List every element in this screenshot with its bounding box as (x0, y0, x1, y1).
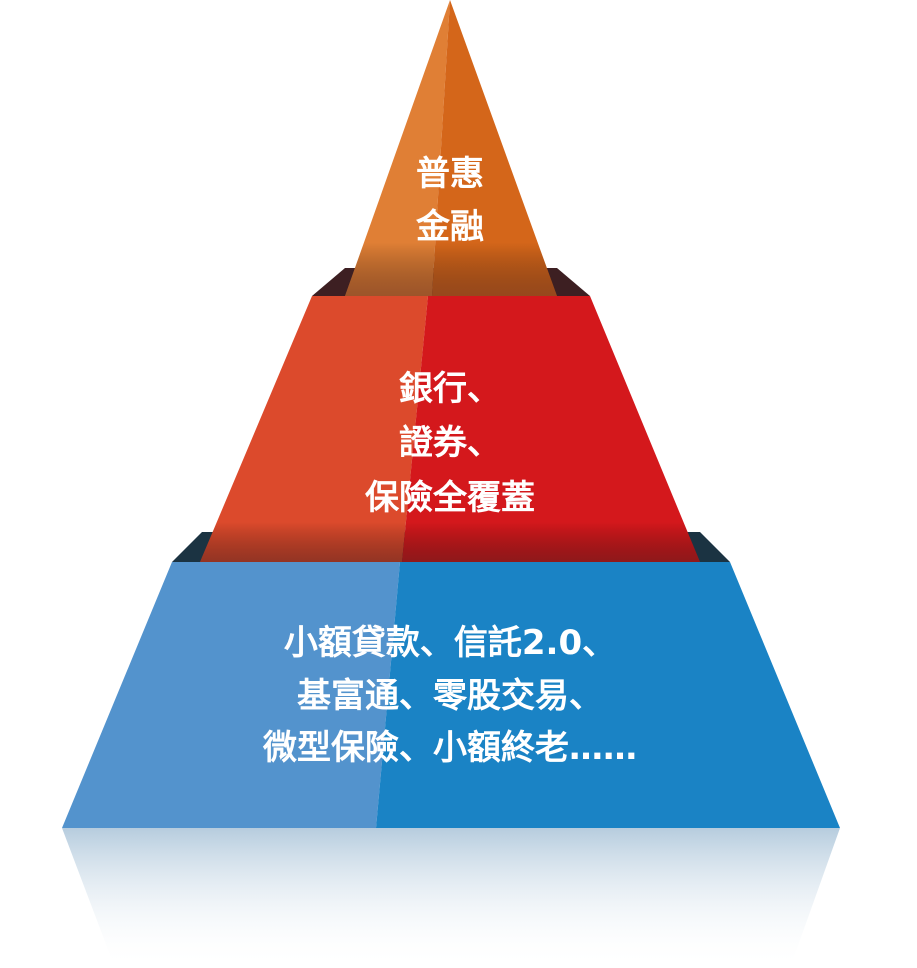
reflection (62, 828, 840, 968)
top-line-1: 普惠 (416, 154, 484, 194)
bottom-line-1: 小額貸款、信託2.0、 (283, 623, 617, 663)
top-tier-label: 普惠 金融 (350, 148, 550, 253)
middle-tier-label: 銀行、 證券、 保險全覆蓋 (250, 362, 650, 525)
bottom-line-2: 基富通、零股交易、 (297, 675, 603, 716)
top-line-2: 金融 (416, 206, 484, 247)
top-tier-shade (345, 0, 557, 296)
bottom-tier-left (62, 562, 400, 828)
middle-line-2: 證券、 (399, 423, 501, 464)
bottom-tier-right (376, 562, 840, 828)
middle-line-3: 保險全覆蓋 (365, 477, 535, 518)
bottom-tier-label: 小額貸款、信託2.0、 基富通、零股交易、 微型保險、小額終老…… (150, 617, 750, 775)
middle-line-1: 銀行、 (399, 369, 501, 409)
middle-tier-shade (200, 296, 700, 562)
bottom-line-3: 微型保險、小額終老…… (263, 728, 637, 769)
